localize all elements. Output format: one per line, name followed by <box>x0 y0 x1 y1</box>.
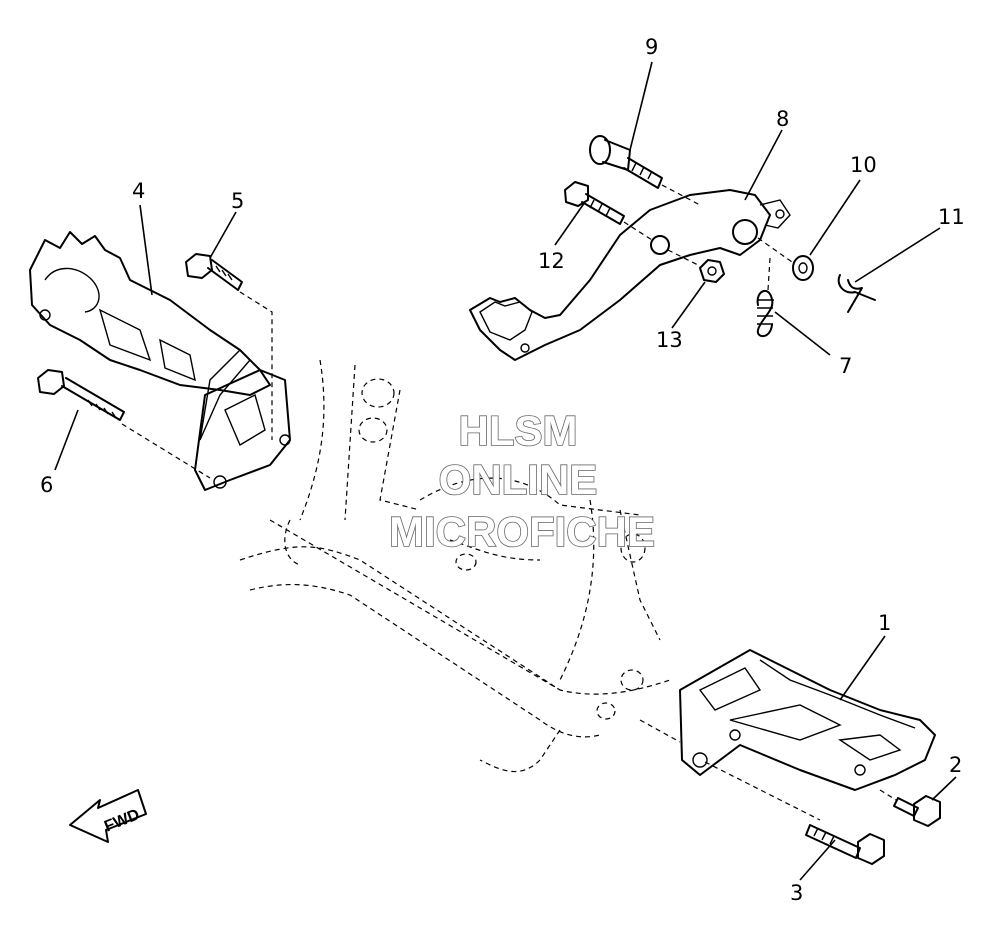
watermark-line-1: HLSM <box>459 407 578 454</box>
callout-13: 13 <box>656 328 683 352</box>
callout-2: 2 <box>949 753 962 777</box>
nut-13 <box>699 259 725 283</box>
callout-1: 1 <box>878 611 891 635</box>
callout-12: 12 <box>538 249 565 273</box>
fwd-label: FWD <box>102 806 142 835</box>
callout-3: 3 <box>790 881 803 905</box>
watermark-line-2: ONLINE <box>439 456 598 503</box>
watermark: HLSM ONLINE MICROFICHE <box>388 406 656 556</box>
frame-outline <box>239 359 671 773</box>
bolt-3 <box>805 824 885 865</box>
clip-11 <box>837 274 876 313</box>
bolt-6 <box>37 369 125 421</box>
leader-lines <box>54 61 957 881</box>
washer-10 <box>792 255 814 281</box>
callout-10: 10 <box>850 153 877 177</box>
callout-5: 5 <box>231 189 244 213</box>
watermark-line-3: MICROFICHE <box>389 508 655 555</box>
bolt-12 <box>564 181 625 225</box>
left-footrest <box>29 231 291 491</box>
bolt-5 <box>185 253 243 291</box>
callout-6: 6 <box>40 473 53 497</box>
callout-8: 8 <box>776 107 789 131</box>
callout-7: 7 <box>839 354 852 378</box>
callout-9: 9 <box>645 35 658 59</box>
right-footrest <box>679 649 936 791</box>
bolt-9 <box>589 135 663 189</box>
callout-4: 4 <box>132 179 145 203</box>
spring-7 <box>756 290 774 338</box>
bolt-2 <box>893 795 941 827</box>
fwd-arrow-icon: FWD <box>69 789 147 843</box>
callout-labels: 1 2 3 4 5 6 7 8 9 10 11 12 13 <box>40 35 965 905</box>
brake-pedal <box>469 189 791 361</box>
callout-11: 11 <box>938 205 965 229</box>
